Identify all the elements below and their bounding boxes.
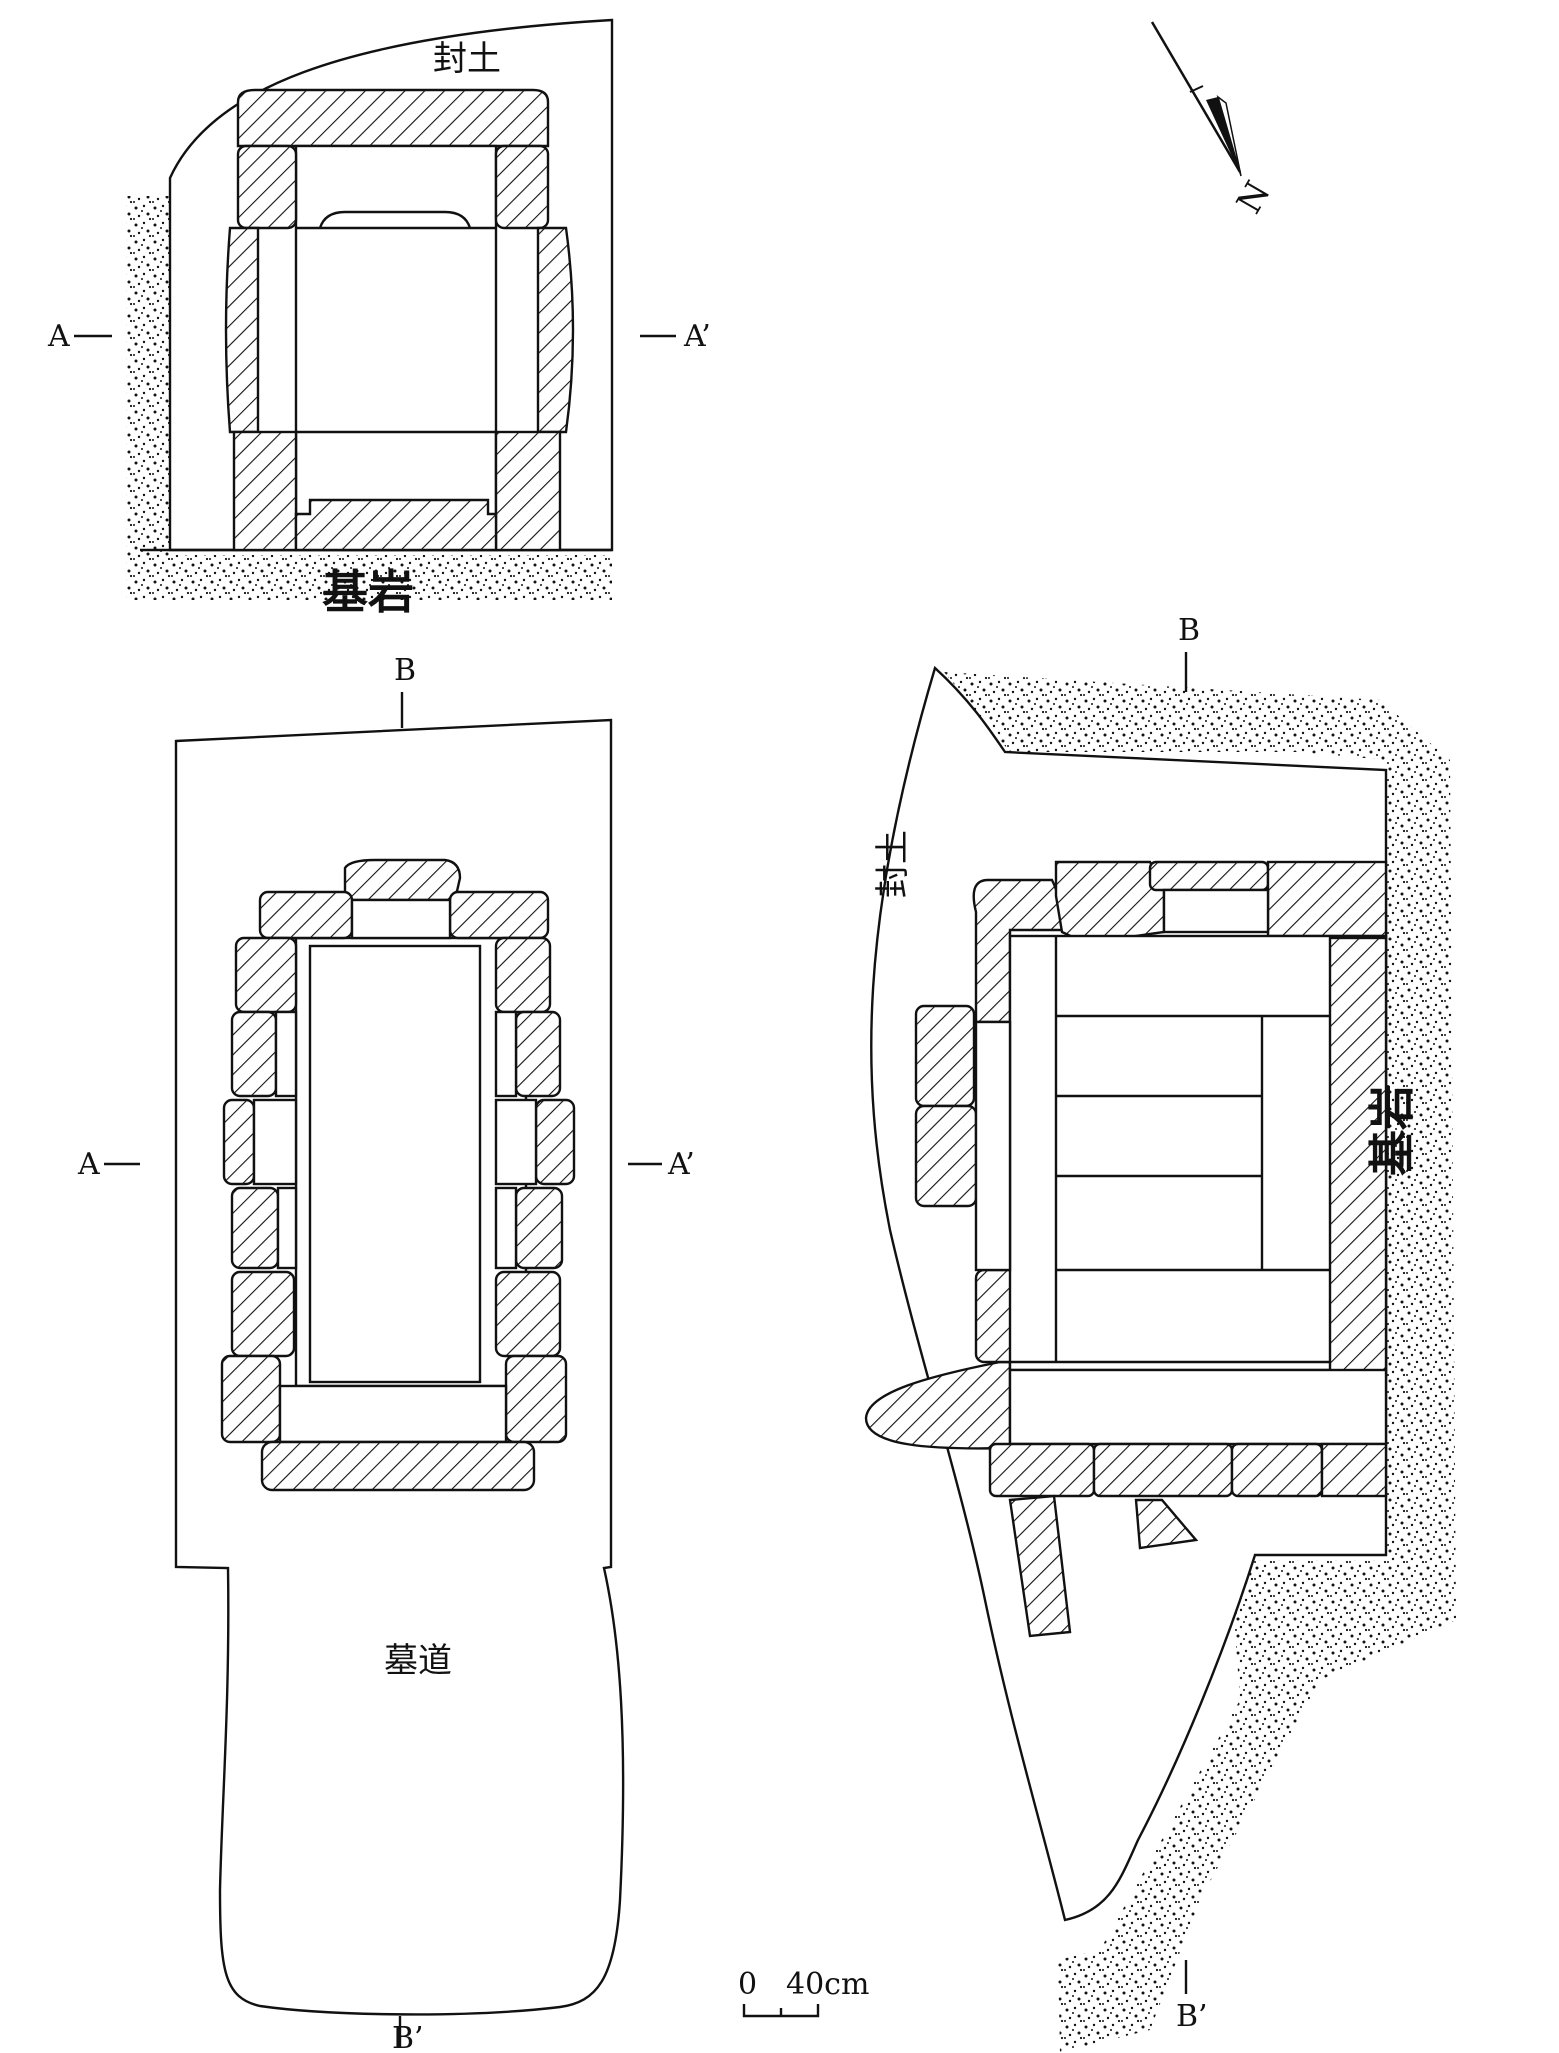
section-b-right-wall [1328,936,1388,1378]
section-b-floor-stone-1 [988,1442,1096,1498]
section-b-chamber [1008,934,1388,1372]
plan-right-stone-5 [494,1270,562,1358]
plan-marker-b: B [394,653,416,688]
plan-left-stone-6 [220,1354,282,1444]
section-b-floor-stone-3 [1230,1442,1324,1498]
section-b-post-1 [1008,1494,1072,1638]
plan-right-stone-3 [534,1098,576,1186]
plan-right-stone-4 [514,1186,564,1270]
section-a-right-wall-base [494,430,562,552]
north-arrow: N [1150,21,1279,221]
section-a-bedrock-label: 基岩 [322,565,414,619]
section-a-chamber [294,144,498,550]
section-b-marker-b: B [1178,613,1200,648]
section-b-soil-label: 封土 [873,830,913,898]
section-b: 封土 基岩 B B’ [864,613,1456,2052]
section-a: 封土 基岩 A A’ [47,18,711,619]
plan-passage-label: 墓道 [384,1641,452,1681]
section-b-bedrock [944,672,1456,2052]
section-b-cap-stone-3 [1266,860,1388,938]
plan-right-stone-6 [504,1354,568,1444]
section-a-right-wall-top [494,144,550,230]
plan-head-left-stone [258,890,354,940]
section-b-marker-b-prime: B’ [1176,1999,1208,2034]
section-a-marker-a: A [47,319,70,354]
plan-left-stone-1 [234,936,298,1014]
plan-foot-space [278,1384,508,1444]
section-b-post-2 [1134,1498,1199,1550]
section-a-inner-lid [318,210,472,229]
plan-head-stone [343,858,462,902]
section-a-bedrock [126,196,612,600]
section-b-floor-stone-2 [1092,1442,1234,1498]
section-a-left-wall-base [232,430,298,552]
plan-marker-b-prime: B’ [392,2021,424,2053]
plan-head-gap [350,898,452,940]
section-b-floor-stone-4 [1320,1442,1388,1498]
section-a-soil-label: 封土 [433,39,501,79]
section-b-left-stone-1 [914,1004,976,1108]
scale-zero: 0 [738,1967,757,2002]
section-a-left-wall-top [236,144,298,230]
section-b-cap-gap [1162,888,1270,934]
plan-left-stone-5 [230,1270,296,1358]
plan-right-stone-1 [494,936,552,1014]
section-a-left-wall-middle [224,226,260,434]
section-a-floor-slab [294,498,498,552]
plan-left-stone-4 [230,1186,280,1270]
section-a-right-wall-middle [536,226,575,434]
plan-right-stone-2 [514,1010,562,1098]
plan-left-stone-3 [222,1098,256,1186]
plan-marker-a: A [77,1147,100,1182]
plan-foot-stone [260,1440,536,1492]
scale-value: 40cm [786,1967,869,2002]
north-label: N [1229,175,1279,221]
plan-coffin [308,944,482,1384]
section-b-left-stone-2 [914,1104,978,1208]
plan-view: 墓道 B B’ A A’ [77,653,695,2053]
section-b-wedge-stone [864,1360,1012,1450]
plan-marker-a-prime: A’ [667,1147,695,1182]
scale-bar: 0 40cm [738,1967,869,2018]
section-b-bedrock-label: 基岩 [1365,1084,1419,1176]
plan-left-stone-2 [230,1010,278,1098]
section-a-marker-a-prime: A’ [683,319,711,354]
plan-head-right-stone [448,890,550,940]
section-a-cover-slab [236,88,550,148]
section-b-cap-stone-2 [1148,860,1270,892]
